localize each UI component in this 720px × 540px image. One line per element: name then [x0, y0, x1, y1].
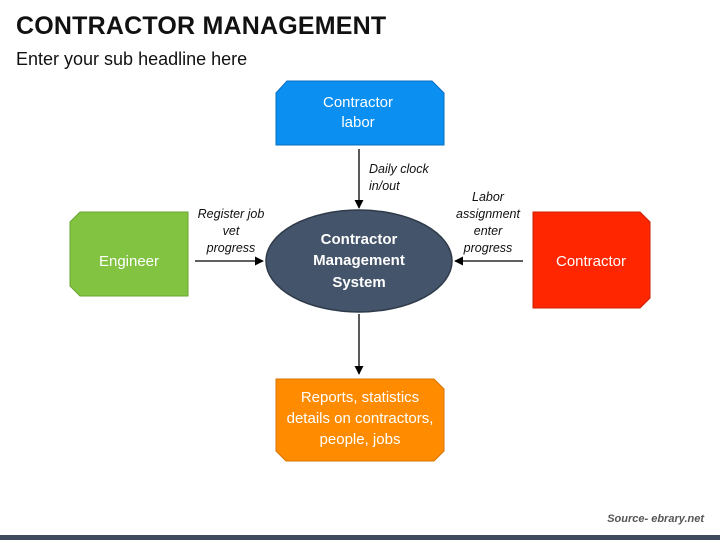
node-system-line-2: Management [313, 252, 405, 269]
node-system-line-1: Contractor [321, 231, 398, 248]
node-reports: Reports, statistics details on contracto… [275, 378, 445, 462]
edge-label-contractor-line-3: enter [474, 224, 503, 238]
node-contractor-shape [532, 211, 651, 309]
node-reports-shape [275, 378, 445, 462]
page-subtitle: Enter your sub headline here [16, 49, 248, 69]
node-reports-line-3: people, jobs [320, 431, 401, 448]
node-contractor-label: Contractor [556, 253, 626, 270]
edge-label-contractor-line-2: assignment [456, 207, 520, 221]
node-engineer-shape [69, 211, 189, 297]
source-credit: Source- ebrary.net [607, 513, 704, 525]
edge-label-contractor-line-1: Labor [472, 190, 505, 204]
edge-label-engineer-to-system: Register job vet progress [198, 207, 265, 255]
node-engineer: Engineer [69, 211, 189, 297]
edge-label-labor-line-2: in/out [369, 179, 400, 193]
edge-label-contractor-line-4: progress [463, 241, 513, 255]
bottom-bar [0, 535, 720, 540]
node-system-shape [265, 209, 453, 313]
node-contractor: Contractor [532, 211, 651, 309]
edge-label-labor-to-system: Daily clock in/out [369, 162, 429, 193]
edge-label-labor-line-1: Daily clock [369, 162, 429, 176]
node-reports-line-2: details on contractors, [287, 410, 434, 427]
node-system: Contractor Management System [265, 209, 453, 313]
node-reports-line-1: Reports, statistics [301, 389, 419, 406]
edge-label-contractor-to-system: Labor assignment enter progress [456, 190, 520, 255]
node-contractor-labor-line-2: labor [341, 114, 374, 131]
edge-label-engineer-line-1: Register job [198, 207, 265, 221]
page-title: CONTRACTOR MANAGEMENT [16, 12, 387, 40]
node-contractor-labor: Contractor labor [275, 80, 445, 146]
node-engineer-label: Engineer [99, 253, 159, 270]
edge-label-engineer-line-2: vet [223, 224, 240, 238]
node-system-line-3: System [332, 274, 385, 291]
node-contractor-labor-shape [275, 80, 445, 146]
node-contractor-labor-line-1: Contractor [323, 94, 393, 111]
edge-label-engineer-line-3: progress [206, 241, 256, 255]
